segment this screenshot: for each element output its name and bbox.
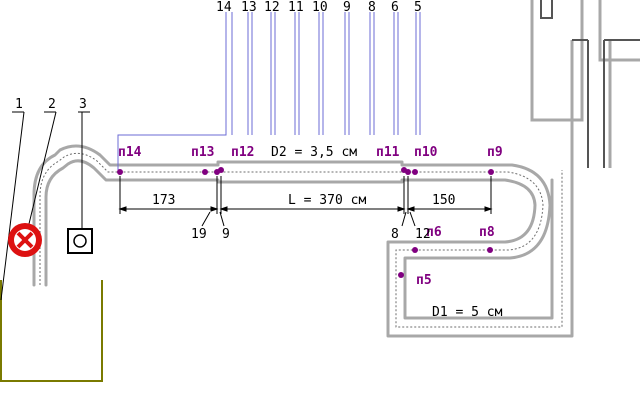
probe-label-13: п13 [191, 145, 214, 160]
wires [117, 12, 421, 170]
dist-left: 173 [152, 193, 175, 208]
label-9: 9 [222, 227, 230, 242]
right-frame-dark [572, 39, 640, 168]
num-2: 2 [48, 97, 56, 112]
num-1: 1 [15, 97, 23, 112]
probe-label-8: п8 [479, 225, 495, 240]
top-numbers: 14 13 12 11 10 9 8 6 5 [216, 0, 422, 15]
length-label: L = 370 см [288, 193, 366, 208]
probe-labels: п14 п13 п12 п11 п10 п9 п6 п8 п5 [118, 145, 503, 288]
d2-label: D2 = 3,5 см [271, 145, 357, 160]
sensor-box-icon [67, 228, 93, 254]
probe-label-11: п11 [376, 145, 400, 160]
num-11: 11 [288, 0, 304, 15]
label-8: 8 [391, 227, 399, 242]
probe-points [117, 167, 494, 278]
probe-label-6: п6 [426, 225, 442, 240]
label-19: 19 [191, 227, 207, 242]
probe-label-5: п5 [416, 273, 432, 288]
d1-label: D1 = 5 см [432, 305, 503, 320]
pipe-centerline [39, 152, 563, 328]
num-3: 3 [79, 97, 87, 112]
left-numbers: 1 2 3 [15, 97, 87, 112]
probe-dot-6 [412, 247, 418, 253]
pipe-walls [32, 144, 574, 338]
probe-dot-13 [202, 169, 208, 175]
num-14: 14 [216, 0, 232, 15]
probe-dot-11b [405, 169, 411, 175]
dimension-labels: 173 L = 370 см 150 D2 = 3,5 см D1 = 5 см… [152, 145, 503, 320]
probe-label-9: п9 [487, 145, 503, 160]
num-13: 13 [241, 0, 257, 15]
probe-dot-10 [412, 169, 418, 175]
num-8: 8 [368, 0, 376, 15]
num-5: 5 [414, 0, 422, 15]
label-12: 12 [415, 227, 431, 242]
tank [0, 280, 103, 382]
right-frame [530, 0, 640, 168]
num-9: 9 [343, 0, 351, 15]
probe-dot-14 [117, 169, 123, 175]
num-6: 6 [391, 0, 399, 15]
probe-dot-5 [398, 272, 404, 278]
num-12: 12 [264, 0, 280, 15]
probe-label-14: п14 [118, 145, 142, 160]
probe-label-12: п12 [231, 145, 254, 160]
probe-label-10: п10 [414, 145, 438, 160]
probe-dot-9 [488, 169, 494, 175]
dimension-lines [118, 176, 493, 227]
probe-dot-12b [218, 167, 224, 173]
leaders [0, 111, 90, 301]
dist-right: 150 [432, 193, 455, 208]
valve-icon [8, 223, 42, 257]
probe-dot-8 [487, 247, 493, 253]
num-10: 10 [312, 0, 328, 15]
